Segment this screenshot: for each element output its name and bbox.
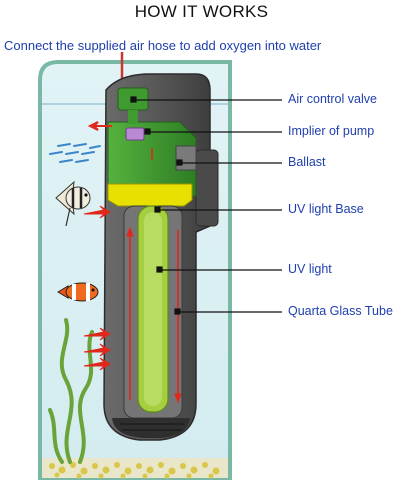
water-flow-arrows: [83, 121, 182, 404]
uv-light-label: UV light: [288, 262, 332, 276]
uv-light-base-label: UV light Base: [288, 202, 364, 216]
filter-unit: [103, 73, 219, 441]
quartz-glass-tube-label: Quarta Glass Tube: [288, 304, 393, 318]
air-hose-instruction: Connect the supplied air hose to add oxy…: [4, 38, 322, 53]
callout-pointer-lines: [130, 96, 282, 315]
angelfish: [55, 180, 91, 227]
water-current-streaks: [49, 143, 101, 163]
ballast-label: Ballast: [288, 155, 326, 169]
seaweed: [48, 318, 94, 464]
diagram-title: HOW IT WORKS: [134, 2, 269, 21]
clownfish: [57, 282, 99, 302]
pump-impeller-label: Implier of pump: [288, 124, 375, 138]
air-control-valve-label: Air control valve: [288, 92, 377, 106]
gravel-bed: [42, 458, 228, 479]
